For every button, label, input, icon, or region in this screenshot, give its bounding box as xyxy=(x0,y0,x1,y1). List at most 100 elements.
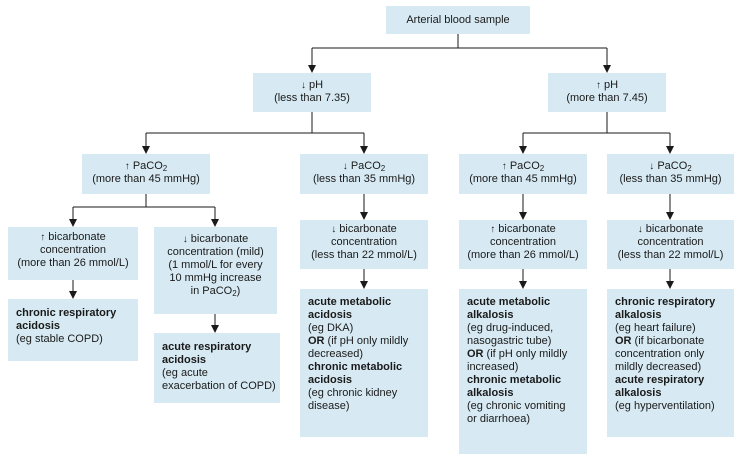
outcome-example: (eg DKA) xyxy=(308,322,354,334)
bicarb-detail: (less than 22 mmol/L) xyxy=(311,249,417,261)
outcome-example: (eg heart failure) xyxy=(615,322,696,334)
paco2-label: PaCO xyxy=(350,160,381,172)
node-bicarb-5: ↓ bicarbonate concentration (less than 2… xyxy=(607,220,734,269)
node-paco2-low-right: ↓ PaCO2 (less than 35 mmHg) xyxy=(607,154,734,194)
down-arrow-icon: ↓ xyxy=(342,161,348,172)
ph-high-detail: (more than 7.45) xyxy=(566,92,648,104)
node-ph-low: ↓ pH (less than 7.35) xyxy=(253,73,371,112)
bicarb-line2: concentration (mild) xyxy=(167,246,264,258)
outcome-title-2: acidosis xyxy=(16,320,61,332)
or-condition-2: increased) xyxy=(467,361,519,373)
node-bicarb-2: ↓ bicarbonate concentration (mild) (1 mm… xyxy=(154,227,277,314)
outcome-example: (eg drug-induced, xyxy=(467,322,554,334)
or-condition: (if bicarbonate xyxy=(631,335,705,347)
outcome-title: chronic respiratory xyxy=(16,307,117,319)
outcome-acute-respiratory-acidosis: acute respiratory acidosis (eg acute exa… xyxy=(154,333,280,403)
bicarb-label: bicarbonate xyxy=(339,223,397,235)
node-paco2-high-left: ↑ PaCO2 (more than 45 mmHg) xyxy=(82,154,210,194)
bicarb-label: bicarbonate xyxy=(498,223,556,235)
down-arrow-icon: ↓ xyxy=(637,224,643,235)
up-arrow-icon: ↑ xyxy=(40,232,46,243)
bicarb-line2: concentration xyxy=(489,236,557,248)
outcome-respiratory-alkalosis: chronic respiratory alkalosis (eg heart … xyxy=(607,289,734,437)
outcome-example-2: nasogastric tube) xyxy=(467,335,552,347)
or-condition: (if pH only mildly xyxy=(483,348,568,360)
paco2-subscript: 2 xyxy=(687,164,692,173)
or-condition-2: decreased) xyxy=(308,348,364,360)
or-condition: (if pH only mildly xyxy=(324,335,409,347)
paco2-high-left-detail: (more than 45 mmHg) xyxy=(92,173,200,185)
paco2-label: PaCO xyxy=(509,160,540,172)
up-arrow-icon: ↑ xyxy=(595,80,601,91)
bicarb-detail: (more than 26 mmol/L) xyxy=(17,257,129,269)
node-paco2-low-left: ↓ PaCO2 (less than 35 mmHg) xyxy=(300,154,428,194)
outcome-title-4: alkalosis xyxy=(467,387,514,399)
node-bicarb-4: ↑ bicarbonate concentration (more than 2… xyxy=(459,220,587,269)
outcome-metabolic-alkalosis: acute metabolic alkalosis (eg drug-induc… xyxy=(459,289,587,454)
down-arrow-icon: ↓ xyxy=(182,234,188,245)
or-label: OR xyxy=(467,348,484,360)
outcome-title-3: chronic metabolic xyxy=(308,361,403,373)
outcome-title: acute metabolic xyxy=(467,296,551,308)
outcome-metabolic-acidosis: acute metabolic acidosis (eg DKA) OR (if… xyxy=(300,289,428,437)
outcome-example-4: or diarrhoea) xyxy=(467,413,530,425)
outcome-title-3: acute respiratory xyxy=(615,374,705,386)
paco2-high-right-detail: (more than 45 mmHg) xyxy=(469,173,577,185)
up-arrow-icon: ↑ xyxy=(490,224,496,235)
node-ph-high: ↑ pH (more than 7.45) xyxy=(548,73,666,112)
or-label: OR xyxy=(308,335,325,347)
bicarb-detail-3-end: ) xyxy=(236,285,241,297)
outcome-title: acute respiratory xyxy=(162,341,252,353)
ph-low-label: pH xyxy=(309,79,324,91)
outcome-title-4: alkalosis xyxy=(615,387,662,399)
outcome-example-3: (eg chronic vomiting xyxy=(467,400,566,412)
paco2-subscript: 2 xyxy=(539,164,545,173)
paco2-low-left-detail: (less than 35 mmHg) xyxy=(312,173,416,185)
bicarb-label: bicarbonate xyxy=(645,223,704,235)
outcome-example-2: exacerbation of COPD) xyxy=(162,380,276,392)
paco2-low-right-detail: (less than 35 mmHg) xyxy=(619,173,722,185)
outcome-example: (eg stable COPD) xyxy=(16,333,103,345)
bicarb-detail-2: 10 mmHg increase xyxy=(169,272,262,284)
paco2-label: PaCO xyxy=(132,160,163,172)
node-arterial-blood-sample: Arterial blood sample xyxy=(386,6,530,34)
down-arrow-icon: ↓ xyxy=(300,80,306,91)
outcome-title: acute metabolic xyxy=(308,296,392,308)
or-condition-2: concentration only xyxy=(615,348,705,360)
or-label: OR xyxy=(615,335,632,347)
down-arrow-icon: ↓ xyxy=(649,161,655,172)
outcome-example-2: (eg chronic kidney xyxy=(308,387,398,399)
ph-high-label: pH xyxy=(604,79,619,91)
down-arrow-icon: ↓ xyxy=(331,224,337,235)
paco2-subscript: 2 xyxy=(162,164,168,173)
up-arrow-icon: ↑ xyxy=(124,161,130,172)
or-condition-3: mildly decreased) xyxy=(615,361,702,373)
bicarb-line2: concentration xyxy=(330,236,398,248)
outcome-title-2: acidosis xyxy=(308,309,353,321)
outcome-title-2: alkalosis xyxy=(467,309,514,321)
outcome-chronic-respiratory-acidosis: chronic respiratory acidosis (eg stable … xyxy=(8,299,138,361)
outcome-title: chronic respiratory xyxy=(615,296,716,308)
bicarb-label: bicarbonate xyxy=(190,233,249,245)
bicarb-detail: (less than 22 mmol/L) xyxy=(617,249,724,261)
bicarb-label: bicarbonate xyxy=(48,231,106,243)
up-arrow-icon: ↑ xyxy=(501,161,507,172)
paco2-label: PaCO xyxy=(657,160,688,172)
node-paco2-high-right: ↑ PaCO2 (more than 45 mmHg) xyxy=(459,154,587,194)
node-bicarb-3: ↓ bicarbonate concentration (less than 2… xyxy=(300,220,428,269)
ph-low-detail: (less than 7.35) xyxy=(274,92,350,104)
outcome-example: (eg acute xyxy=(162,367,208,379)
bicarb-detail-3: in PaCO xyxy=(190,285,233,297)
outcome-title-3: chronic metabolic xyxy=(467,374,562,386)
paco2-subscript: 2 xyxy=(232,289,237,298)
outcome-example-3: disease) xyxy=(308,400,350,412)
bicarb-detail-1: (1 mmol/L for every xyxy=(168,259,263,271)
bicarb-detail: (more than 26 mmol/L) xyxy=(467,249,579,261)
outcome-title-2: alkalosis xyxy=(615,309,662,321)
bicarb-line2: concentration xyxy=(39,244,107,256)
outcome-title-2: acidosis xyxy=(162,354,207,366)
bicarb-line2: concentration xyxy=(637,236,704,248)
paco2-subscript: 2 xyxy=(380,164,386,173)
outcome-title-4: acidosis xyxy=(308,374,353,386)
